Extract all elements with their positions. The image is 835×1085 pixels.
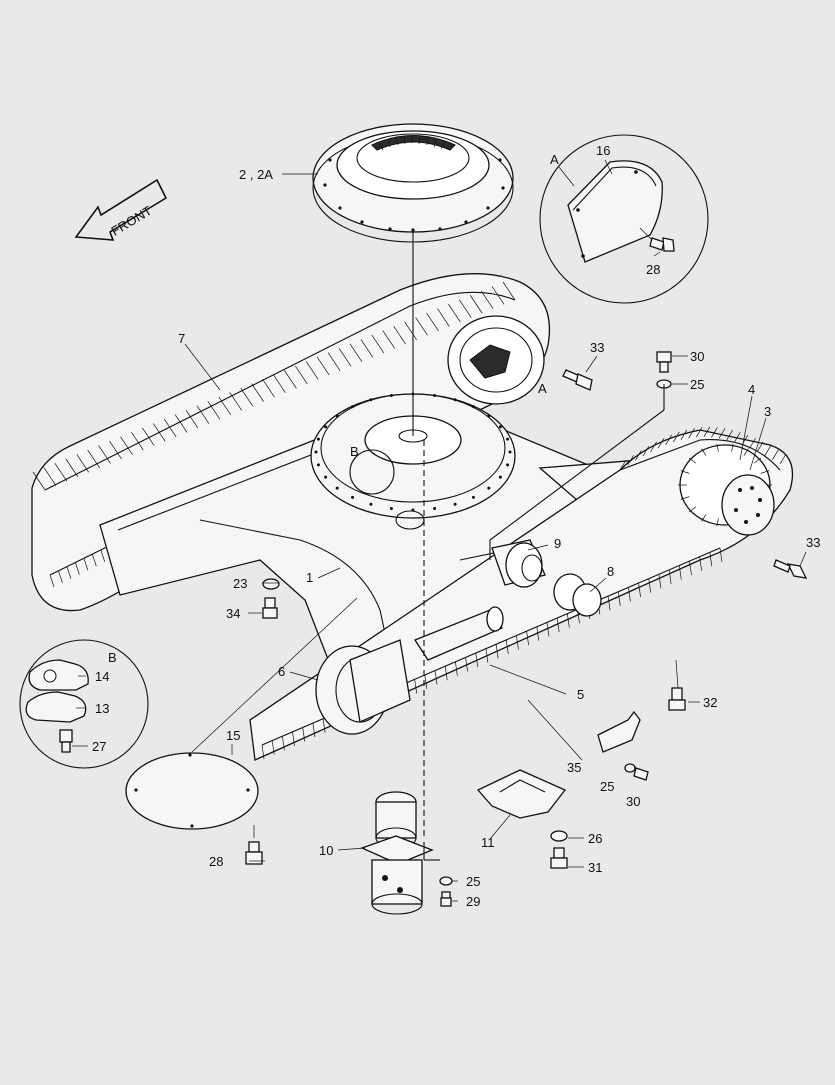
callout-10: 10	[319, 843, 333, 858]
center-joint-10	[360, 791, 434, 915]
callout-33-top: 33	[590, 340, 604, 355]
callout-23: 23	[233, 576, 247, 591]
callout-14: 14	[95, 669, 109, 684]
front-arrow: FRONT	[74, 178, 168, 241]
callout-28-top: 28	[646, 262, 660, 277]
callout-34: 34	[226, 606, 240, 621]
callout-25-mid: 25	[600, 779, 614, 794]
leader-lines	[72, 159, 807, 902]
callout-5: 5	[577, 687, 584, 702]
callout-a-top: A	[550, 152, 559, 167]
callout-25-bottom: 25	[466, 874, 480, 889]
cover-plate-15	[125, 752, 259, 830]
callout-9: 9	[554, 536, 561, 551]
guard-35	[597, 710, 641, 753]
callout-4: 4	[748, 382, 755, 397]
front-idler-6	[315, 639, 411, 735]
callout-13: 13	[95, 701, 109, 716]
callout-31: 31	[588, 860, 602, 875]
callout-30-top: 30	[690, 349, 704, 364]
callout-a-drive: A	[538, 381, 547, 396]
callout-28-bottom: 28	[209, 854, 223, 869]
callout-b-inset: B	[108, 650, 117, 665]
assembly-centerlines	[412, 230, 665, 861]
callout-35: 35	[567, 760, 581, 775]
callout-29: 29	[466, 894, 480, 909]
callout-6: 6	[278, 664, 285, 679]
callout-15: 15	[226, 728, 240, 743]
front-arrow-label: FRONT	[108, 203, 154, 239]
callout-7: 7	[178, 331, 185, 346]
callout-33-right: 33	[806, 535, 820, 550]
detail-b-inset	[19, 639, 149, 769]
callout-30-mid: 30	[626, 794, 640, 809]
bolt-28-top	[639, 227, 675, 252]
callout-26: 26	[588, 831, 602, 846]
bracket-11	[476, 769, 567, 819]
callout-labels: 2 , 2A 16 A 28 7 33 A 30 25 4 3 B 9 33 2…	[92, 143, 820, 909]
carrier-roller-8	[553, 573, 602, 617]
callout-11: 11	[481, 835, 495, 850]
callout-8: 8	[607, 564, 614, 579]
callout-3: 3	[764, 404, 771, 419]
callout-27: 27	[92, 739, 106, 754]
detail-a-inset	[539, 134, 709, 304]
callout-b-center: B	[350, 444, 359, 459]
callout-32: 32	[703, 695, 717, 710]
callout-2-2a: 2 , 2A	[239, 167, 273, 182]
callout-1: 1	[306, 570, 313, 585]
callout-16: 16	[596, 143, 610, 158]
carrier-roller-9	[491, 539, 546, 588]
callout-25-top: 25	[690, 377, 704, 392]
swing-bearing	[312, 123, 514, 243]
